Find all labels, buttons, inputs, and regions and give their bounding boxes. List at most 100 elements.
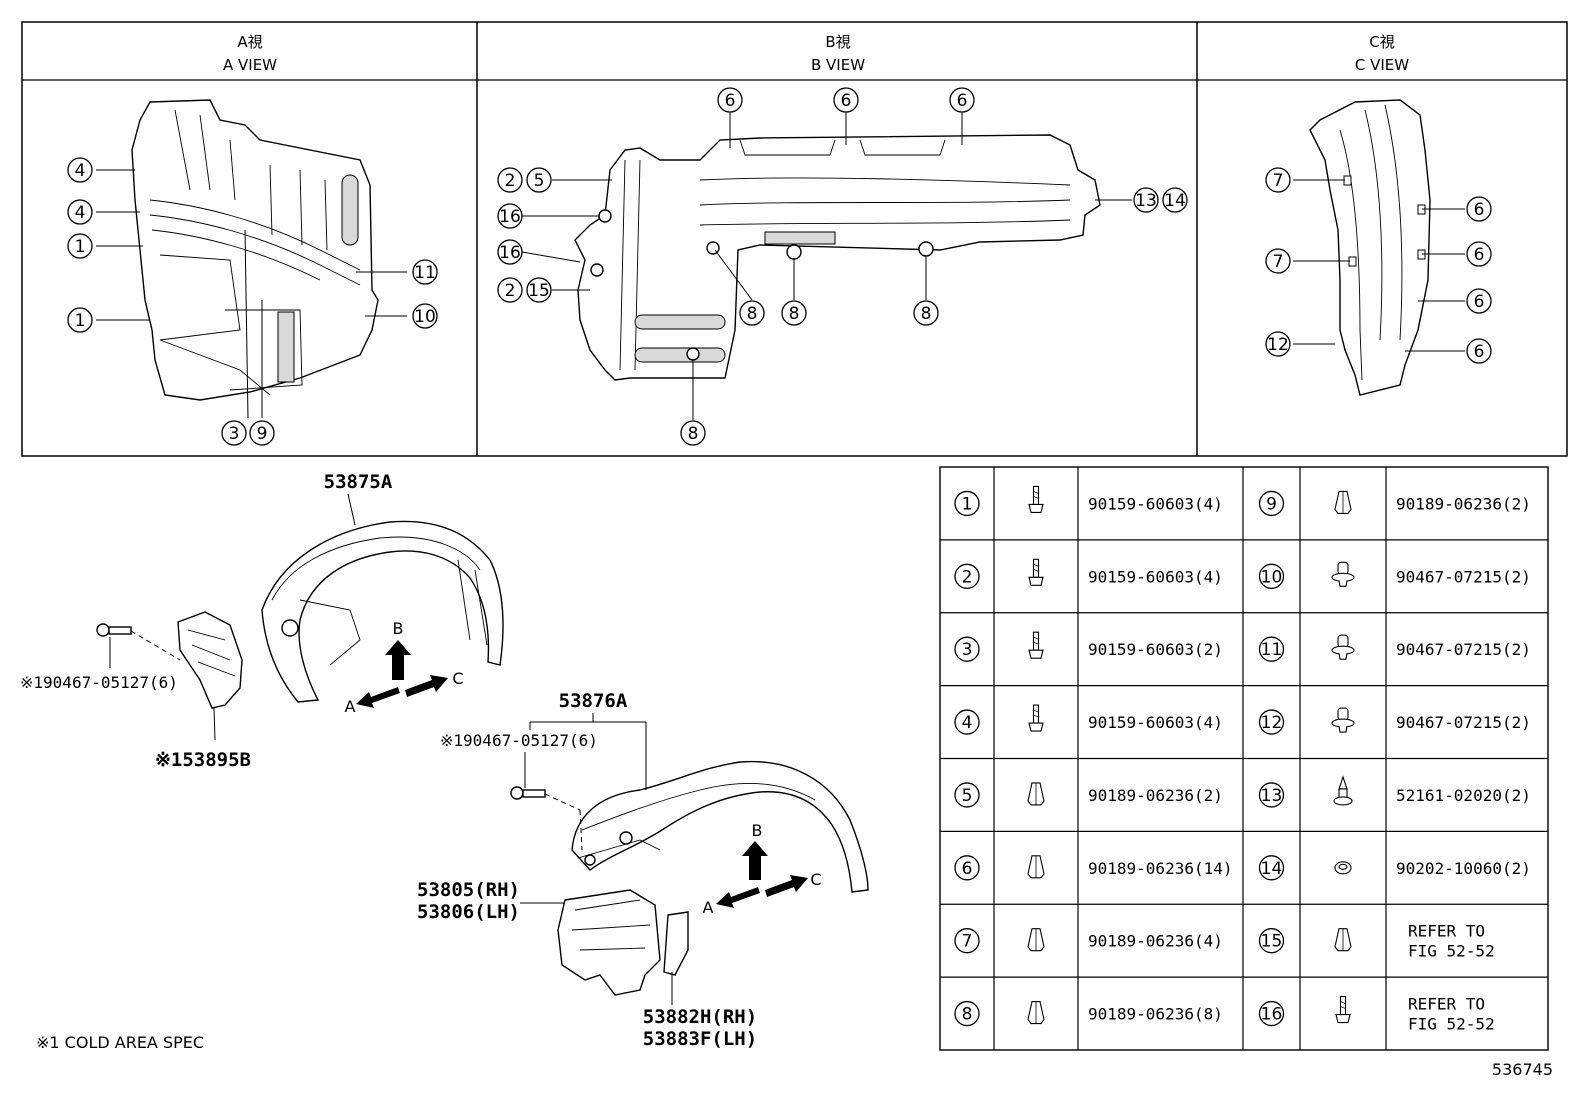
part-reference: FIG 52-52 bbox=[1408, 1015, 1495, 1034]
part-label-53805: 53805(RH) bbox=[417, 879, 520, 901]
part-label-53875a: 53875A bbox=[324, 471, 393, 493]
callout: 10 bbox=[412, 303, 438, 329]
view-c-title: C VIEW bbox=[1355, 56, 1409, 74]
callout-number: 2 bbox=[962, 567, 973, 587]
svg-text:8: 8 bbox=[789, 304, 800, 324]
callout-circle bbox=[1258, 855, 1285, 881]
callout-number: 7 bbox=[962, 932, 973, 952]
callout-circle bbox=[1258, 1000, 1285, 1027]
part-number: 90202-10060(2) bbox=[1396, 859, 1531, 878]
bolt-icon bbox=[1028, 704, 1044, 732]
part-number: 90189-06236(8) bbox=[1088, 1005, 1223, 1024]
svg-text:4: 4 bbox=[75, 161, 86, 181]
callout: 7 bbox=[1265, 248, 1291, 274]
svg-text:10: 10 bbox=[414, 307, 436, 327]
callout: 9 bbox=[249, 420, 275, 446]
direction-arrows-lower: B C A bbox=[703, 821, 822, 917]
part-number: 90159-60603(4) bbox=[1088, 494, 1223, 513]
callout-number: 8 bbox=[962, 1005, 973, 1025]
part-number: 90159-60603(2) bbox=[1088, 640, 1223, 659]
svg-text:14: 14 bbox=[1164, 191, 1186, 211]
svg-text:16: 16 bbox=[499, 207, 521, 227]
callout: 15 bbox=[526, 277, 552, 303]
table-cell-group: 5 90189-06236(2) bbox=[954, 782, 1223, 808]
svg-text:1: 1 bbox=[75, 311, 86, 331]
callout-number: 13 bbox=[1261, 786, 1283, 806]
svg-text:8: 8 bbox=[747, 304, 758, 324]
callout-number: 12 bbox=[1261, 713, 1283, 733]
svg-text:4: 4 bbox=[75, 203, 86, 223]
part-label-53895b: ※153895B bbox=[155, 749, 251, 771]
arrow-label-a: A bbox=[345, 697, 356, 716]
svg-text:6: 6 bbox=[957, 91, 968, 111]
callout-number: 4 bbox=[962, 713, 973, 733]
view-a-callouts: 4 4 1 1 11 10 3 9 bbox=[67, 157, 438, 446]
shield-53895b bbox=[177, 611, 243, 741]
view-b-title-jp: B視 bbox=[825, 33, 850, 51]
table-cell-group: 3 90159-60603(2) bbox=[954, 631, 1223, 662]
callout-number: 9 bbox=[1266, 494, 1277, 514]
callout-circle bbox=[954, 782, 980, 808]
part-number: 90189-06236(2) bbox=[1088, 786, 1223, 805]
callout: 11 bbox=[412, 259, 438, 285]
callout-circle bbox=[1258, 563, 1285, 589]
part-reference: REFER TO bbox=[1408, 995, 1485, 1014]
part-label-clip-upper: ※190467-05127(6) bbox=[20, 673, 178, 692]
nut-clip-icon bbox=[1027, 855, 1045, 879]
view-b-leaders bbox=[521, 112, 1132, 420]
svg-text:8: 8 bbox=[921, 304, 932, 324]
part-label-53883f: 53883F(LH) bbox=[643, 1028, 757, 1050]
callout-circle bbox=[954, 490, 980, 517]
svg-text:3: 3 bbox=[229, 424, 240, 444]
nut-clip-icon bbox=[1334, 928, 1352, 952]
callout-circle bbox=[954, 636, 980, 662]
arrow-label-c: C bbox=[810, 870, 821, 889]
view-a-title-jp: A視 bbox=[237, 33, 262, 51]
bolt-icon bbox=[1028, 485, 1044, 513]
callout: 13 bbox=[1133, 187, 1159, 213]
splash-shield-53805 bbox=[557, 889, 689, 1005]
svg-text:6: 6 bbox=[1474, 200, 1485, 220]
svg-text:2: 2 bbox=[505, 171, 516, 191]
washer-icon bbox=[1334, 861, 1352, 875]
callout-circle bbox=[1258, 490, 1285, 517]
callout: 4 bbox=[67, 157, 93, 183]
callout-circle bbox=[954, 563, 980, 589]
svg-text:6: 6 bbox=[1474, 342, 1485, 362]
view-c-header: C視 C VIEW bbox=[1355, 33, 1409, 74]
push-clip-icon bbox=[1331, 561, 1355, 587]
svg-text:9: 9 bbox=[257, 424, 268, 444]
callout: 2 bbox=[497, 277, 523, 303]
svg-text:11: 11 bbox=[414, 263, 436, 283]
callout: 1 bbox=[67, 307, 93, 333]
svg-text:1: 1 bbox=[75, 237, 86, 257]
callout-circle bbox=[954, 855, 980, 881]
view-frames bbox=[21, 21, 1568, 457]
liner-53876a bbox=[571, 760, 869, 893]
callout-circle bbox=[954, 928, 980, 954]
callout-number: 11 bbox=[1261, 640, 1283, 660]
callout-circle bbox=[954, 709, 980, 735]
callout-number: 15 bbox=[1261, 932, 1283, 952]
callout: 6 bbox=[833, 87, 859, 113]
callout: 6 bbox=[1466, 241, 1492, 267]
svg-text:13: 13 bbox=[1135, 191, 1157, 211]
retainer-clip-icon bbox=[1333, 775, 1353, 806]
callout: 3 bbox=[221, 420, 247, 446]
callout-number: 3 bbox=[962, 640, 973, 660]
callout-number: 5 bbox=[962, 786, 973, 806]
svg-text:2: 2 bbox=[505, 281, 516, 301]
